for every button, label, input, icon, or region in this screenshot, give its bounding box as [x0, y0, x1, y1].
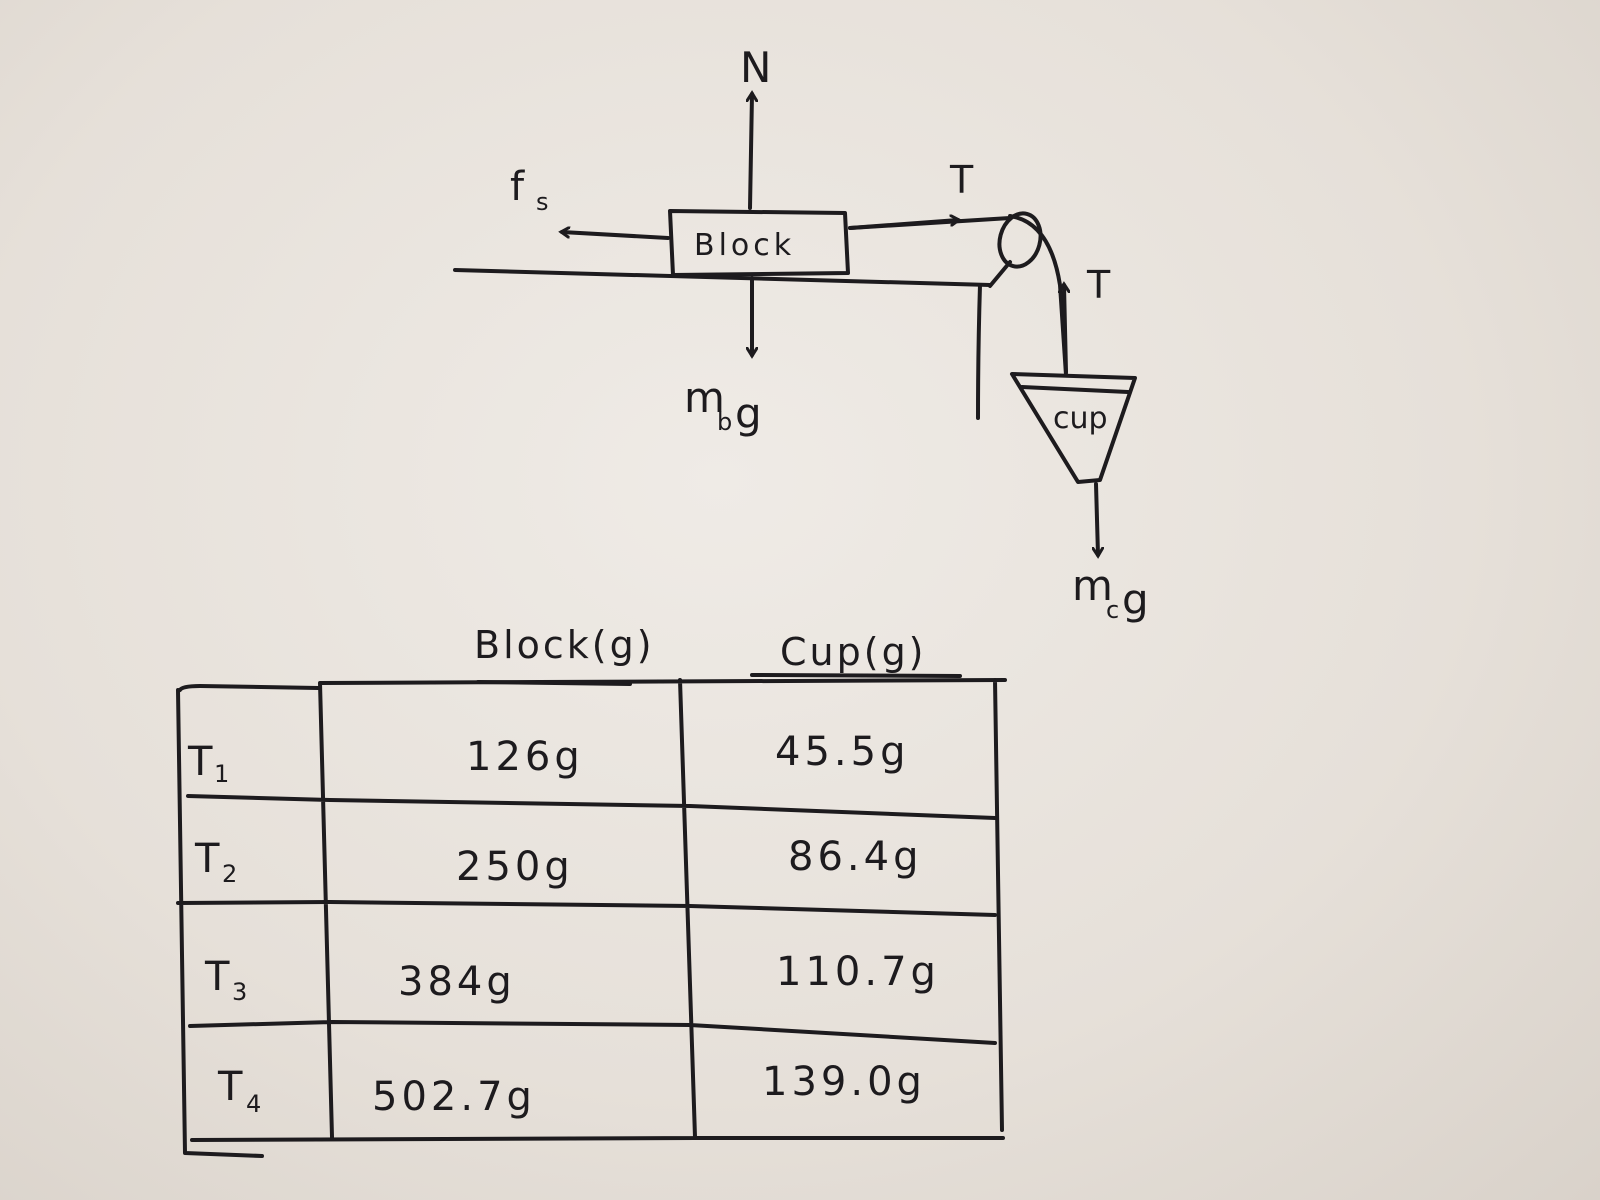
svg-text:f: f	[510, 164, 525, 210]
svg-text:T: T	[204, 954, 230, 1000]
cup-shape	[1010, 372, 1137, 484]
table-surface-line	[453, 268, 992, 287]
tension-vertical-label: T	[1086, 263, 1111, 307]
pulley-mount	[988, 260, 1012, 288]
svg-text:126g: 126g	[466, 734, 584, 780]
block-box	[668, 209, 850, 277]
svg-text:45.5g: 45.5g	[775, 729, 909, 775]
cup-rim	[1020, 385, 1130, 394]
svg-text:m: m	[1072, 561, 1113, 610]
pulley	[997, 211, 1043, 269]
svg-text:b: b	[717, 408, 732, 436]
svg-text:m: m	[684, 373, 725, 422]
svg-text:g: g	[1122, 575, 1149, 624]
cup-label: cup	[1053, 401, 1108, 436]
svg-text:T: T	[217, 1064, 243, 1110]
table-header-cup: Cup(g)	[750, 630, 962, 678]
friction-force-label: f s	[510, 164, 549, 216]
svg-text:g: g	[735, 389, 762, 438]
table-row: T 2 250g 86.4g	[194, 834, 922, 890]
svg-text:Block(g): Block(g)	[474, 623, 655, 667]
svg-text:T: T	[194, 836, 220, 882]
friction-force-arrow	[562, 232, 670, 240]
normal-force-arrow	[750, 94, 752, 210]
svg-text:3: 3	[232, 978, 247, 1006]
tension-horizontal-arrow	[848, 220, 958, 230]
svg-text:384g: 384g	[398, 959, 516, 1005]
cup-weight-label: m c g	[1072, 561, 1149, 624]
svg-text:Cup(g): Cup(g)	[780, 630, 927, 674]
table-grid	[176, 678, 1007, 1158]
table-edge-line	[976, 283, 982, 420]
svg-text:86.4g: 86.4g	[788, 834, 922, 880]
table-header-block: Block(g)	[474, 623, 655, 686]
svg-text:110.7g: 110.7g	[776, 949, 940, 995]
svg-text:4: 4	[246, 1090, 261, 1118]
svg-text:139.0g: 139.0g	[762, 1059, 926, 1105]
svg-text:1: 1	[214, 760, 229, 788]
normal-force-label: N	[740, 43, 771, 92]
table-row: T 3 384g 110.7g	[204, 949, 940, 1006]
block-weight-label: m b g	[684, 373, 762, 438]
cup-weight-arrow	[1096, 482, 1098, 555]
svg-text:T: T	[187, 739, 213, 785]
svg-text:s: s	[536, 188, 549, 216]
svg-text:c: c	[1106, 596, 1119, 624]
tension-horizontal-label: T	[949, 158, 974, 202]
svg-text:250g: 250g	[456, 844, 574, 890]
svg-text:2: 2	[222, 860, 237, 888]
tension-vertical-arrow	[1064, 285, 1066, 374]
table-row: T 1 126g 45.5g	[187, 729, 909, 788]
table-row: T 4 502.7g 139.0g	[217, 1059, 926, 1120]
block-label: Block	[694, 228, 795, 263]
svg-text:502.7g: 502.7g	[372, 1074, 536, 1120]
